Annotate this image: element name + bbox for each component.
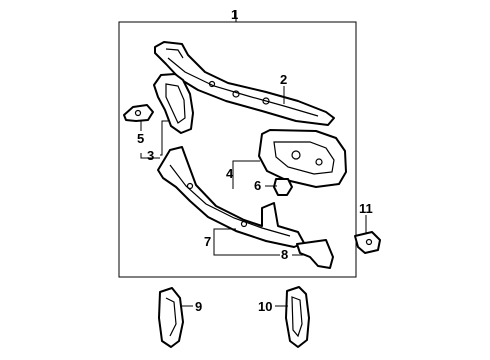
callout-4: 4 bbox=[226, 166, 234, 181]
lower-bracket-part bbox=[296, 239, 334, 269]
callout-8: 8 bbox=[281, 247, 288, 262]
callout-5: 5 bbox=[137, 131, 144, 146]
callout-9: 9 bbox=[195, 299, 202, 314]
leader-3b bbox=[140, 153, 160, 159]
headlamp-panel-part bbox=[258, 129, 347, 188]
leader-7b bbox=[213, 242, 280, 256]
bracket-part bbox=[123, 104, 154, 122]
callout-1: 1 bbox=[231, 7, 238, 22]
leader-7 bbox=[213, 228, 236, 242]
lower-tie-bar-part bbox=[157, 146, 305, 248]
left-side-panel-part bbox=[153, 73, 194, 134]
callout-10: 10 bbox=[258, 299, 272, 314]
side-bracket-part bbox=[354, 231, 381, 254]
clip-part bbox=[273, 178, 293, 196]
callout-2: 2 bbox=[280, 72, 287, 87]
assembly-frame bbox=[118, 21, 357, 278]
left-vertical-bracket-part bbox=[158, 287, 184, 348]
callout-6: 6 bbox=[254, 178, 261, 193]
right-vertical-bracket-part bbox=[285, 286, 310, 348]
leader-4 bbox=[232, 160, 260, 178]
callout-11: 11 bbox=[359, 201, 373, 216]
callout-3: 3 bbox=[147, 148, 154, 163]
leader-3 bbox=[160, 120, 168, 156]
callout-7: 7 bbox=[204, 234, 211, 249]
